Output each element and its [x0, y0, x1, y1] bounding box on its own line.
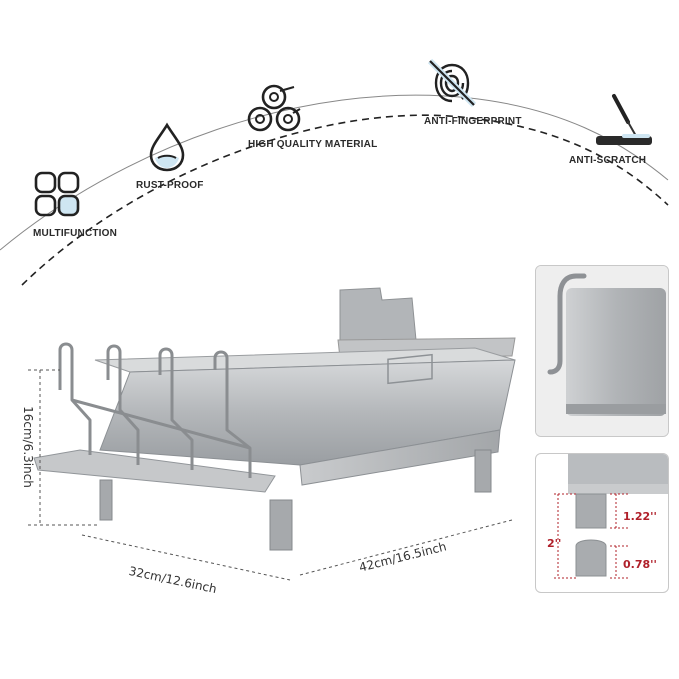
knife-scratch-icon [596, 94, 652, 145]
lower-segment-label: 0.78'' [623, 558, 657, 571]
water-drop-icon [149, 122, 185, 172]
feature-label-high-quality-material: HIGH QUALITY MATERIAL [248, 139, 378, 150]
feature-label-rust-proof: RUST-PROOF [136, 180, 204, 191]
feature-label-anti-scratch: ANTI-SCRATCH [569, 155, 647, 166]
no-fingerprint-icon [427, 58, 477, 108]
feature-label-anti-fingerprint: ANTI-FINGERPRINT [424, 116, 522, 127]
dish-rack-image [33, 287, 516, 551]
leg-detail-inset [535, 453, 669, 593]
total-height-label: 2'' [547, 537, 562, 550]
leg-detail-image [554, 454, 668, 579]
upper-segment-label: 1.22'' [623, 510, 657, 523]
handle-closeup-image [536, 266, 668, 436]
metal-rolls-icon [247, 84, 301, 132]
dashed-arc [21, 114, 669, 286]
handle-closeup-inset [535, 265, 669, 437]
height-dimension-label: 16cm/6.3inch [21, 406, 35, 488]
four-squares-icon [34, 171, 80, 217]
feature-label-multifunction: MULTIFUNCTION [33, 228, 118, 239]
